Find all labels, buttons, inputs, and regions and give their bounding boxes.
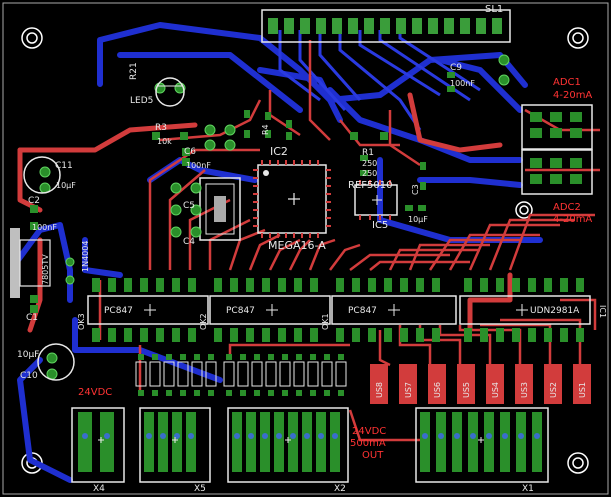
capacitor-c10: [37, 343, 75, 381]
r3-value: 10k: [157, 137, 172, 146]
dip-row: [87, 295, 591, 325]
reference-chip: [354, 180, 398, 220]
r21-label: R21: [129, 62, 139, 80]
us1-label: US1: [578, 382, 587, 398]
ic1-label: IC1: [598, 305, 607, 318]
r1-value: 250: [362, 159, 377, 168]
driver-label: UDN2981A: [530, 306, 580, 316]
terminal-x5: [139, 407, 211, 483]
c9-value: 100nF: [450, 79, 475, 88]
ref-value: REF5010: [348, 180, 392, 191]
us7-label: US7: [404, 382, 413, 398]
x2-label: X2: [334, 484, 346, 494]
plus-markers: [98, 437, 484, 443]
ok2-label: OK2: [199, 313, 208, 330]
c2-value: 100nF: [32, 223, 57, 232]
adc1-range: 4-20mA: [553, 90, 592, 101]
adc1-label: ADC1: [553, 77, 581, 88]
c10-value: 10µF: [17, 350, 39, 360]
smd-pads: [30, 72, 455, 313]
c4-label: C4: [183, 237, 195, 247]
us4-label: US4: [491, 382, 500, 398]
opto1-label: PC847: [104, 306, 133, 316]
led-indicator: [155, 77, 185, 107]
resistor-array: [135, 361, 347, 387]
r4-label: R4: [261, 124, 270, 135]
us2-label: US2: [549, 382, 558, 398]
c5-label: C5: [183, 201, 195, 211]
us5-label: US5: [462, 382, 471, 398]
top-copper-signal: [98, 40, 600, 442]
regulator-label: 7805TV: [41, 254, 50, 285]
voltage-regulator: [10, 228, 51, 298]
dip-pins-top: [92, 278, 584, 292]
c2-label: C2: [28, 196, 40, 206]
mcu-chip: [253, 160, 331, 238]
top-copper-traces: [17, 92, 513, 333]
ref-name: IC5: [372, 220, 388, 231]
c6-value: 100nF: [186, 161, 211, 170]
r2-value: 250: [362, 169, 377, 178]
mounting-holes: [21, 27, 589, 474]
c6-label: C6: [184, 147, 196, 157]
r1-label: R1: [362, 148, 374, 158]
r3-label: R3: [155, 123, 167, 133]
c10-label: C10: [20, 371, 38, 381]
c12-value: 10µF: [408, 215, 428, 224]
output-line3: OUT: [362, 450, 384, 461]
mcu-name: IC2: [270, 145, 288, 158]
diode-label: 1N4004: [81, 241, 90, 272]
x5-label: X5: [194, 484, 206, 494]
header-sl1-label: SL1: [485, 4, 503, 15]
pads: [39, 54, 510, 380]
c1-label: C1: [26, 313, 38, 323]
output-line1: 24VDC: [352, 426, 386, 437]
led-label: LED5: [130, 96, 153, 106]
terminal-x4: [71, 407, 125, 483]
x4-label: X4: [93, 484, 105, 494]
c9-label: C9: [450, 63, 462, 73]
us3-label: US3: [520, 382, 529, 398]
terminal-x2: [227, 407, 349, 483]
terminal-x1: [415, 407, 549, 483]
c11-label: C11: [55, 161, 73, 171]
c3-label: C3: [411, 184, 420, 195]
ok1-label: OK1: [321, 313, 330, 330]
adc-terminals: [521, 104, 593, 195]
us6-label: US6: [433, 382, 442, 398]
capacitor-c11: [23, 156, 61, 194]
adc2-label: ADC2: [553, 202, 581, 213]
opto2-label: PC847: [226, 306, 255, 316]
adc2-range: 4-20mA: [553, 214, 592, 225]
c11-value: 10µF: [56, 181, 76, 190]
crystal: [199, 177, 241, 241]
output-line2: 500mA: [350, 438, 386, 449]
output-resistors: [370, 364, 591, 404]
ok3-label: OK3: [77, 313, 86, 330]
dip-pins-bottom: [92, 328, 584, 342]
resistor-pads: [138, 354, 344, 396]
header-sl1: [261, 9, 511, 43]
x1-label: X1: [522, 484, 534, 494]
us8-label: US8: [375, 382, 384, 398]
supply-label: 24VDC: [78, 387, 112, 398]
mcu-value: MEGA16-A: [268, 239, 326, 252]
opto3-label: PC847: [348, 306, 377, 316]
